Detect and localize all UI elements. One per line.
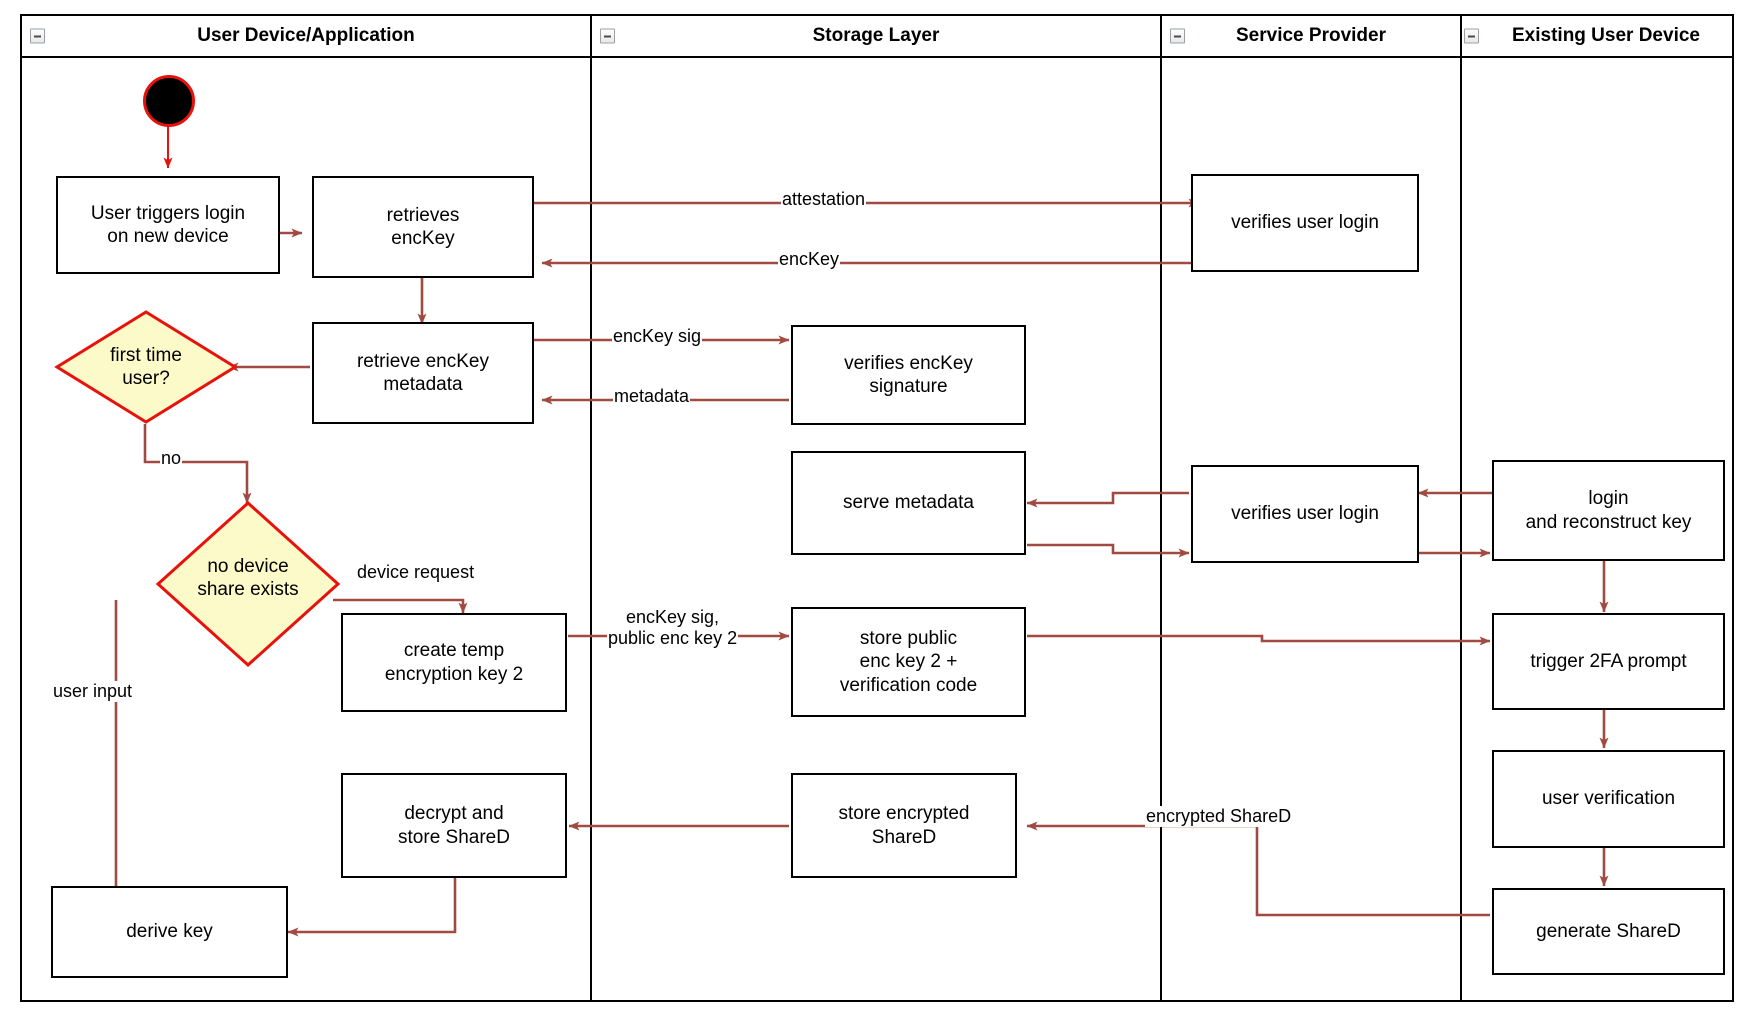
initial-node bbox=[143, 75, 195, 127]
lane-title: Storage Layer bbox=[812, 25, 940, 46]
lane-title: Existing User Device bbox=[1512, 25, 1700, 46]
lane-title: User Device/Application bbox=[197, 25, 415, 46]
edge-device-request bbox=[333, 598, 468, 614]
node-trigger-2fa-prompt[interactable]: trigger 2FA prompt bbox=[1492, 613, 1725, 710]
lane-body-user-device bbox=[20, 58, 592, 1002]
edge-no-branch bbox=[143, 424, 252, 504]
lane-header-existing-device[interactable]: Existing User Device bbox=[1462, 14, 1734, 58]
edge-label-metadata: metadata bbox=[613, 386, 691, 408]
edge-label-enckey: encKey bbox=[778, 249, 841, 271]
lane-body-existing-device bbox=[1462, 58, 1734, 1002]
lane-header-storage-layer[interactable]: Storage Layer bbox=[592, 14, 1162, 58]
edge-label-enckey-sig-public: encKey sig, public enc key 2 bbox=[607, 607, 739, 650]
edge-label-encrypted-shared: encrypted ShareD bbox=[1145, 806, 1293, 828]
lane-title: Service Provider bbox=[1236, 25, 1386, 46]
lane-header-service-provider[interactable]: Service Provider bbox=[1162, 14, 1462, 58]
minus-icon[interactable] bbox=[600, 28, 615, 44]
lane-body-storage-layer bbox=[592, 58, 1162, 1002]
node-verifies-user-login-1[interactable]: verifies user login bbox=[1191, 174, 1419, 272]
edge-label-attestation: attestation bbox=[781, 189, 867, 211]
edge-decrypt-to-derive bbox=[287, 878, 457, 937]
edge-label-no: no bbox=[160, 448, 183, 470]
edge-sp-to-serve-metadata bbox=[1026, 491, 1189, 508]
node-generate-shared[interactable]: generate ShareD bbox=[1492, 888, 1725, 975]
edge-label-enckey-sig: encKey sig bbox=[612, 326, 703, 348]
edge-encrypted-shared bbox=[1026, 821, 1490, 917]
node-serve-metadata[interactable]: serve metadata bbox=[791, 451, 1026, 555]
edge-label-device-request: device request bbox=[356, 562, 476, 584]
node-verifies-user-login-2[interactable]: verifies user login bbox=[1191, 465, 1419, 563]
node-derive-key[interactable]: derive key bbox=[51, 886, 288, 978]
minus-icon[interactable] bbox=[30, 28, 45, 44]
edge-label-user-input: user input bbox=[52, 681, 134, 703]
lane-body-service-provider bbox=[1162, 58, 1462, 1002]
lane-header-user-device[interactable]: User Device/Application bbox=[20, 14, 592, 58]
minus-icon[interactable] bbox=[1170, 28, 1185, 44]
edge-store-public-to-2fa bbox=[1027, 634, 1491, 646]
node-user-verification[interactable]: user verification bbox=[1492, 750, 1725, 848]
minus-icon[interactable] bbox=[1464, 28, 1479, 44]
edge-serve-metadata-to-sp bbox=[1027, 543, 1190, 558]
